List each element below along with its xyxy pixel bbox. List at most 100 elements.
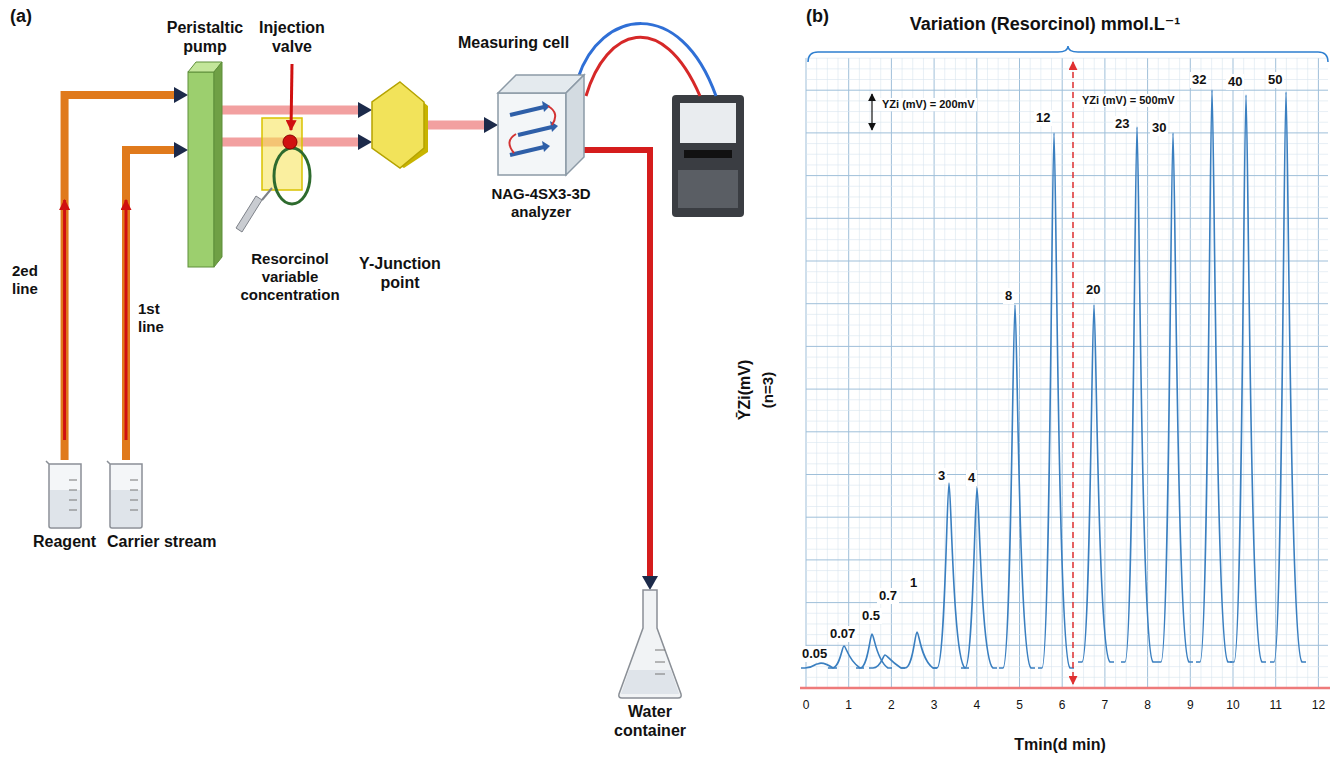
grid-line	[1297, 58, 1298, 688]
grid-line	[806, 410, 1328, 411]
node-label: Carrier stream	[104, 532, 219, 551]
grid-line	[806, 570, 1328, 571]
graduation	[69, 500, 77, 501]
peak-label: 0.07	[828, 626, 857, 642]
peak-label: 23	[1113, 116, 1131, 132]
tick-label: 9	[1187, 698, 1194, 712]
flow-arrow-head	[542, 141, 550, 152]
grid-line	[806, 399, 1328, 400]
grid-line	[1030, 58, 1031, 688]
figure-label: 1st line	[138, 300, 182, 336]
recorder	[672, 95, 744, 217]
tube-connector	[65, 95, 174, 460]
node-shape	[498, 75, 584, 175]
grid-line	[806, 175, 1328, 176]
signal-peak	[828, 646, 864, 668]
grid-line	[1040, 58, 1041, 688]
grid-line	[1318, 58, 1319, 688]
signal-peak	[869, 655, 905, 668]
node-label: NAG-4SX3-3D analyzer	[479, 185, 603, 221]
grid-line	[870, 58, 871, 688]
peak-label: 40	[1226, 74, 1244, 90]
grid-line	[806, 613, 1328, 614]
signal-peak	[961, 488, 997, 668]
grid-line	[806, 79, 1328, 80]
signal-wire	[578, 24, 716, 96]
tick-label: 4	[973, 698, 980, 712]
recorder-slot	[684, 150, 732, 158]
grid-line	[806, 527, 1328, 528]
node-label: Peristaltic pump	[157, 18, 253, 56]
grid-line	[806, 474, 1328, 475]
flow-arrow	[510, 107, 544, 115]
graduation	[655, 674, 665, 675]
signal-peak	[1196, 90, 1232, 662]
leader-arrow	[291, 64, 292, 130]
recorder-paper	[680, 103, 736, 143]
grid-line	[806, 250, 1328, 251]
tube-connector	[584, 150, 650, 576]
signal-peak	[1038, 133, 1074, 668]
grid-line	[806, 261, 1328, 262]
grid-line	[1147, 58, 1148, 688]
graduation	[130, 490, 138, 491]
graduation	[69, 480, 77, 481]
graduation	[130, 500, 138, 501]
carrier-beaker: Carrier stream	[104, 460, 219, 551]
grid-line	[859, 58, 860, 688]
grid-line	[1265, 58, 1266, 688]
grid-line	[806, 559, 1328, 560]
peak-label: 8	[1003, 288, 1014, 304]
node-shape	[372, 82, 428, 168]
peak-label: 0.7	[877, 588, 899, 604]
grid-line	[806, 666, 1328, 667]
grid-line	[1083, 58, 1084, 688]
grid-line	[1254, 58, 1255, 688]
grid-line	[816, 58, 817, 688]
grid-line	[806, 111, 1328, 112]
grid-line	[806, 271, 1328, 272]
node-shape	[45, 460, 85, 530]
peak-label: 50	[1266, 72, 1284, 88]
grid-line	[806, 453, 1328, 454]
graduation	[655, 662, 665, 663]
grid-line	[806, 132, 1328, 133]
grid-line	[806, 645, 1328, 646]
signal-wire	[586, 37, 700, 96]
grid-line	[806, 154, 1328, 155]
graduation	[130, 510, 138, 511]
signal-peak	[901, 632, 937, 668]
grid-line	[1104, 58, 1105, 688]
grid-line	[806, 485, 1328, 486]
junction-hexagon	[372, 82, 424, 168]
peak-label: 32	[1190, 72, 1208, 88]
grid-line	[848, 58, 849, 688]
figure-label: (a)	[10, 6, 32, 28]
grid-line	[806, 581, 1328, 582]
x-axis	[800, 687, 1330, 690]
grid-line	[923, 58, 924, 688]
grid-line	[987, 58, 988, 688]
tick-label: 7	[1102, 698, 1109, 712]
flow-arrow	[63, 200, 66, 440]
measuring-cell: Measuring cellNAG-4SX3-3D analyzer	[498, 75, 584, 175]
tick-label: 11	[1269, 698, 1281, 712]
flask-liquid	[621, 670, 679, 694]
node-label: Y-Junction point	[352, 254, 448, 292]
beaker-glass	[107, 461, 142, 528]
graduation	[69, 510, 77, 511]
peak-label: 0.5	[860, 608, 882, 624]
grid-line	[806, 623, 1328, 624]
peak-label: 1	[908, 575, 919, 591]
tick-label: 12	[1312, 698, 1325, 712]
tick-label: 5	[1016, 698, 1023, 712]
figure-label: Variation (Resorcinol) mmol.L⁻¹	[910, 14, 1181, 36]
tick-label: 1	[845, 698, 852, 712]
grid-line	[806, 442, 1328, 443]
grid-line	[806, 58, 1328, 59]
grid-line	[806, 506, 1328, 507]
grid-line	[806, 143, 1328, 144]
signal-peak	[1270, 92, 1306, 662]
axis-title: ȲZi(mV)	[735, 360, 754, 420]
